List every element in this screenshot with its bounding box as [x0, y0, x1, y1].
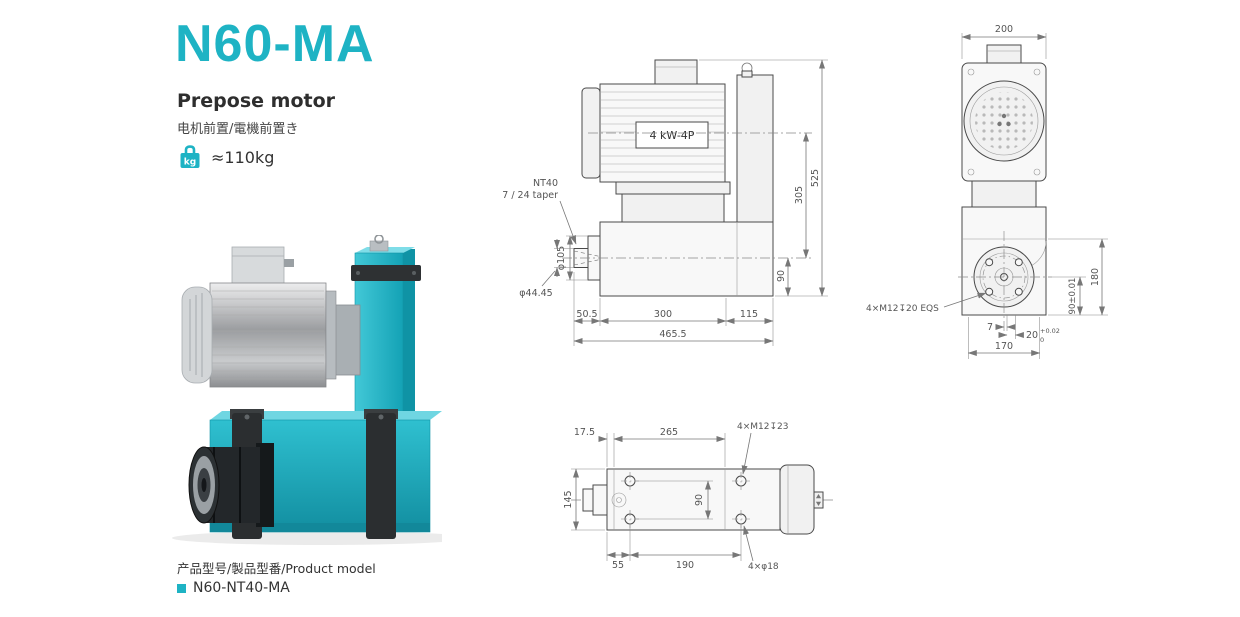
product-spindle-chuck — [188, 443, 274, 527]
model-bullet-icon — [177, 583, 186, 593]
product-base — [209, 409, 442, 539]
dim-90-top: 90 — [694, 494, 705, 506]
dim-90-tol: 90±0.01 — [1068, 278, 1078, 315]
bolt-note: 4×M12↧20 EQS — [866, 304, 939, 314]
front-view-drawing: 200 180 90±0.01 7 20 +0.02 0 170 4×M12↧2… — [866, 24, 1108, 359]
bolt-hole — [985, 287, 994, 296]
front-view-machine — [958, 44, 1052, 333]
tapped-hole-note: 4×M12↧23 — [737, 422, 788, 432]
dim-dia-44-45: φ44.45 — [519, 288, 552, 299]
mounting-holes — [621, 472, 750, 528]
product-subtitle: Prepose motor — [177, 90, 336, 112]
dim-115: 115 — [740, 309, 758, 320]
motor-power-label: 4 kW-4P — [650, 129, 695, 142]
dim-7: 7 — [987, 322, 993, 333]
top-view-machine — [571, 464, 833, 535]
dim-300: 300 — [654, 309, 672, 320]
fan-grille — [975, 92, 1033, 150]
dim-50-5: 50.5 — [576, 309, 597, 320]
model-label: 产品型号/製品型番/Product model — [177, 561, 376, 576]
top-view-drawing: 17.5 265 4×M12↧23 145 90 55 190 4×φ18 — [563, 422, 833, 572]
dim-20-tol-up: +0.02 — [1040, 327, 1060, 335]
product-subtitle-cjk: 电机前置/電機前置き — [177, 122, 299, 137]
dim-265: 265 — [660, 427, 678, 438]
product-photo — [172, 235, 442, 545]
dim-55: 55 — [612, 560, 624, 571]
side-view-dimensions: 50.5 300 115 465.5 90 305 525 φ105 φ44.4… — [519, 59, 828, 346]
side-view-notes: NT40 7 / 24 taper — [502, 178, 577, 245]
product-motor — [181, 246, 361, 388]
dim-170: 170 — [995, 341, 1013, 352]
page-title: N60-MA — [175, 15, 375, 73]
bolt-hole — [985, 258, 994, 267]
weight-icon-label: kg — [184, 158, 196, 168]
dim-525: 525 — [810, 169, 821, 187]
dim-305: 305 — [794, 186, 805, 204]
dim-200: 200 — [995, 24, 1013, 35]
side-view-machine: 4 kW-4P — [562, 59, 814, 297]
side-view-drawing: 4 kW-4P NT40 7 / 24 taper — [502, 59, 828, 346]
model-row: N60-NT40-MA — [177, 580, 290, 596]
dim-17-5: 17.5 — [574, 427, 595, 438]
dim-20: 20 — [1026, 330, 1038, 341]
dim-dia-105: φ105 — [556, 246, 567, 270]
bolt-hole — [1014, 287, 1023, 296]
dim-90: 90 — [776, 270, 787, 282]
dim-465-5: 465.5 — [659, 329, 686, 340]
top-view-dimensions: 17.5 265 4×M12↧23 145 90 55 190 4×φ18 — [563, 422, 788, 572]
weight-spec: kg ≈110kg — [177, 144, 274, 171]
taper-note-ratio: 7 / 24 taper — [502, 190, 558, 201]
bolt-hole — [1014, 258, 1023, 267]
weight-kg-icon: kg — [180, 145, 200, 168]
dim-180: 180 — [1090, 268, 1101, 286]
through-hole-note: 4×φ18 — [748, 562, 779, 572]
model-value: N60-NT40-MA — [193, 580, 290, 596]
product-column — [351, 235, 421, 422]
front-view-dimensions: 200 180 90±0.01 7 20 +0.02 0 170 4×M12↧2… — [866, 24, 1108, 359]
weight-value: ≈110kg — [211, 148, 275, 167]
product-shadow — [172, 531, 442, 545]
dim-190: 190 — [676, 560, 694, 571]
taper-note-nt40: NT40 — [533, 178, 558, 189]
dim-20-tol-dn: 0 — [1040, 336, 1044, 344]
dim-145: 145 — [563, 490, 574, 508]
